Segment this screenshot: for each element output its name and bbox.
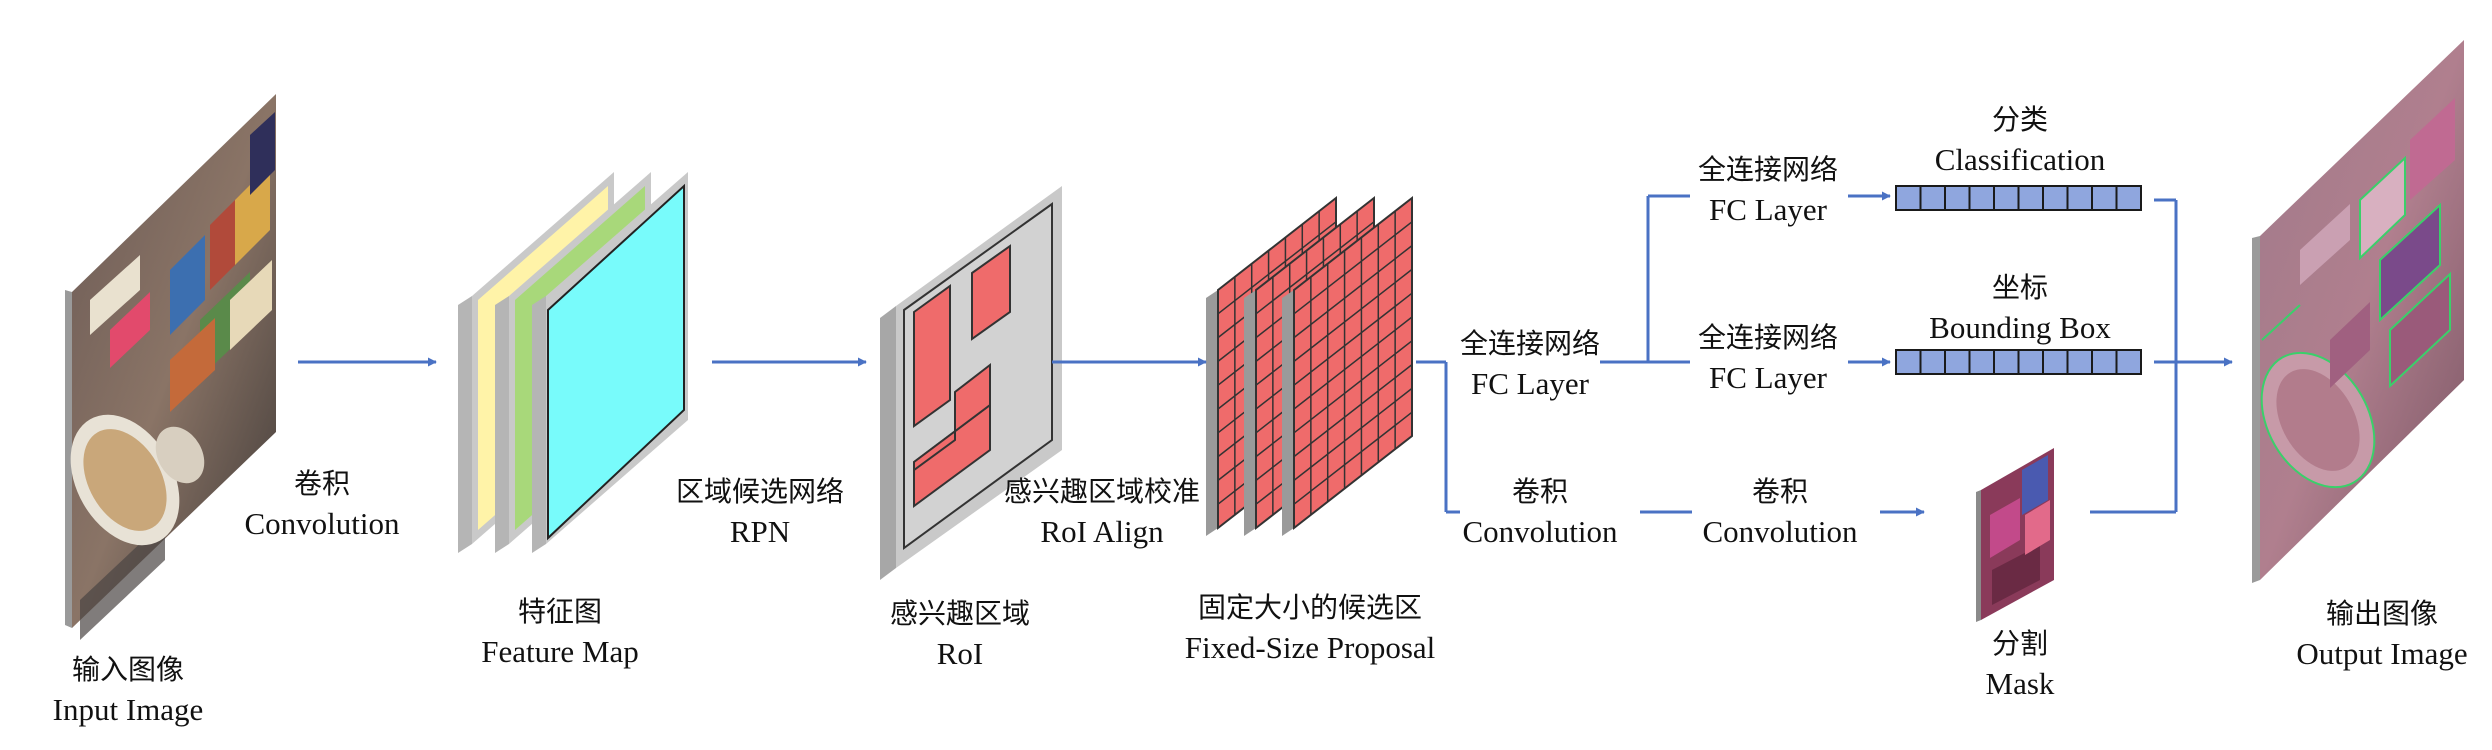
fixed-size-proposal [1206, 195, 1413, 536]
vector-cell [1919, 349, 1946, 375]
vector-cell [2042, 349, 2069, 375]
roi-box [880, 186, 1062, 580]
vector-cell [1968, 349, 1995, 375]
vector-cell [1944, 185, 1971, 211]
vector-cell [1895, 185, 1922, 211]
vector-cell [2115, 349, 2142, 375]
feature-map [458, 172, 688, 553]
vector-cell [1895, 349, 1922, 375]
bounding-box-vector [1895, 349, 2142, 375]
vector-cell [2066, 185, 2093, 211]
vector-cell [1944, 349, 1971, 375]
vector-cell [2091, 349, 2118, 375]
proposal-slab [1282, 195, 1413, 536]
vector-cell [1993, 185, 2020, 211]
vector-cell [1993, 349, 2020, 375]
vector-cell [2017, 349, 2044, 375]
vector-cell [1919, 185, 1946, 211]
vector-cell [2066, 349, 2093, 375]
vector-cell [2115, 185, 2142, 211]
vector-cell [1968, 185, 1995, 211]
vector-cell [2017, 185, 2044, 211]
connectors [298, 191, 2233, 517]
classification-vector [1895, 185, 2142, 211]
vector-cell [2042, 185, 2069, 211]
input-image [65, 94, 276, 640]
vector-cell [2091, 185, 2118, 211]
mask-image [1976, 448, 2054, 622]
output-image [2252, 40, 2464, 583]
